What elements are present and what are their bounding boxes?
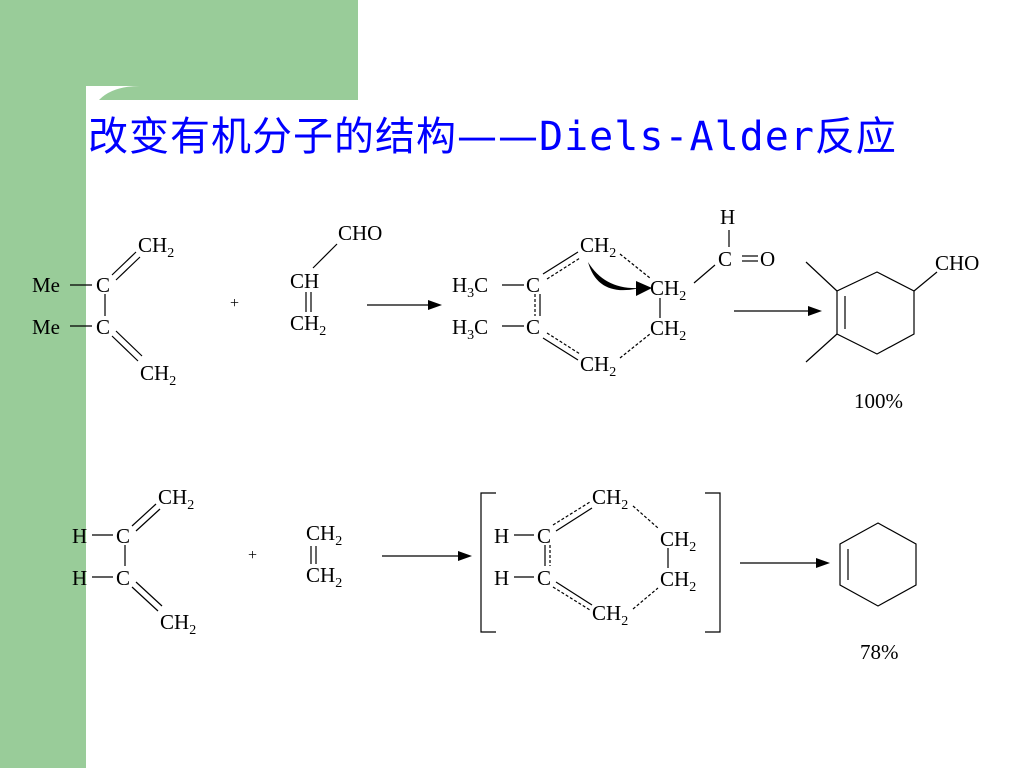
- ch2-label: CH2: [138, 233, 174, 261]
- cyclohexene-ring: [839, 522, 917, 607]
- acrolein: [305, 243, 338, 312]
- plus-sign: +: [230, 295, 239, 312]
- cho-label: CHO: [935, 251, 979, 275]
- arrowhead-icon: [808, 306, 822, 316]
- c-label: C: [537, 524, 551, 548]
- c-label: C: [96, 315, 110, 339]
- h-label: H: [72, 524, 87, 548]
- c-label: C: [116, 566, 130, 590]
- ch-label: CH: [290, 269, 319, 293]
- plus-sign: +: [248, 547, 257, 564]
- accent-corner: [86, 86, 358, 100]
- butadiene: [92, 503, 163, 612]
- ch2-label: CH2: [158, 485, 194, 513]
- ch2-label: CH2: [592, 601, 628, 629]
- electron-flow-arrow-icon: [588, 262, 640, 291]
- h3c-label: H3C: [452, 273, 488, 301]
- ch2-label: CH2: [160, 610, 196, 638]
- ch2-label: CH2: [650, 276, 686, 304]
- ch2-label: CH2: [306, 521, 342, 549]
- ch2-label: CH2: [650, 316, 686, 344]
- c-label: C: [526, 315, 540, 339]
- yield-1: 100%: [854, 389, 903, 413]
- title-tail: 反应: [814, 114, 897, 160]
- ch2-label: CH2: [660, 567, 696, 595]
- ethylene: [310, 546, 317, 564]
- arrowhead-icon: [816, 558, 830, 568]
- accent-bar-left: [0, 0, 86, 768]
- h3c-label: H3C: [452, 315, 488, 343]
- h-label: H: [720, 205, 735, 229]
- ch2-label: CH2: [140, 361, 176, 389]
- c-label: C: [96, 273, 110, 297]
- ch2-label: CH2: [592, 485, 628, 513]
- o-label: O: [760, 247, 775, 271]
- arrowhead-icon: [458, 551, 472, 561]
- arrowhead-icon: [428, 300, 442, 310]
- bracket-right: [705, 492, 721, 633]
- title-chinese: 改变有机分子的结构——: [88, 114, 539, 160]
- yield-2: 78%: [860, 640, 899, 664]
- bracket-left: [480, 492, 496, 633]
- me-label: Me: [32, 315, 60, 339]
- c-label: C: [537, 566, 551, 590]
- cho-label: CHO: [338, 221, 382, 245]
- ch2-label: CH2: [660, 527, 696, 555]
- h-label: H: [494, 566, 509, 590]
- h-label: H: [72, 566, 87, 590]
- ch2-label: CH2: [580, 352, 616, 380]
- product-1-ring: [805, 261, 938, 363]
- ch2-label: CH2: [580, 233, 616, 261]
- title-reaction-name: Diels-Alder: [539, 114, 815, 160]
- ch2-label: CH2: [290, 311, 326, 339]
- me-label: Me: [32, 273, 60, 297]
- transition-state-2: [514, 501, 669, 611]
- transition-state-1: [502, 230, 758, 361]
- ch2-label: CH2: [306, 563, 342, 591]
- h-label: H: [494, 524, 509, 548]
- electron-flow-arrowhead-icon: [636, 281, 652, 296]
- c-label: C: [116, 524, 130, 548]
- c-label: C: [718, 247, 732, 271]
- c-label: C: [526, 273, 540, 297]
- slide-title: 改变有机分子的结构——Diels-Alder反应: [88, 104, 897, 162]
- diene-dimethyl: [70, 251, 143, 362]
